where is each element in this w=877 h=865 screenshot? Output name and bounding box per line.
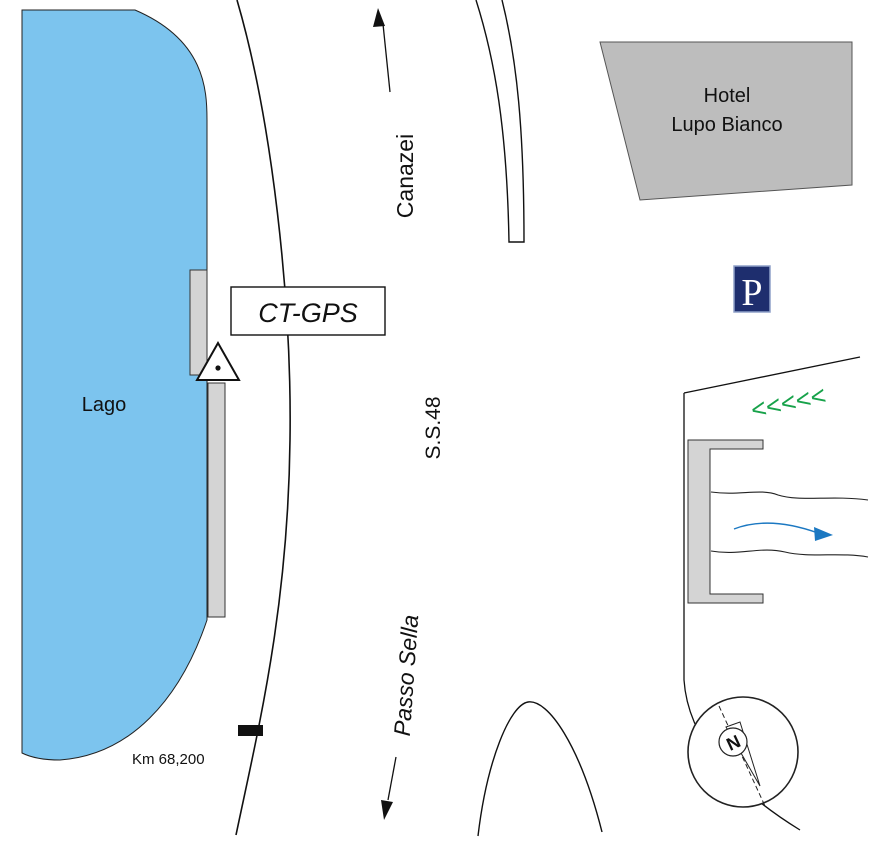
stream-flow-arrowhead-icon	[814, 527, 833, 541]
culvert-structure	[687, 439, 764, 604]
north-direction-arrow-icon	[373, 8, 391, 93]
stream-bank-upper	[710, 491, 869, 501]
km-marker-label: Km 68,200	[132, 751, 205, 768]
lake-area	[21, 9, 208, 761]
hotel-name-line2: Lupo Bianco	[671, 114, 782, 136]
south-direction-arrow-icon	[381, 756, 397, 820]
stream-flow-arrow	[733, 522, 819, 534]
hotel-building	[599, 41, 853, 201]
lake-label: Lago	[82, 394, 127, 416]
parking-letter: P	[741, 272, 762, 314]
direction-north-label: Canazei	[392, 134, 418, 218]
hotel-name-line1: Hotel	[704, 85, 751, 107]
hill-outline	[477, 701, 603, 837]
compass-icon: N	[687, 696, 799, 808]
chevron-arrows-icon: <<<<<	[748, 380, 829, 425]
road-label: S.S.48	[422, 396, 445, 459]
parking-icon: P	[733, 265, 771, 314]
km-marker	[238, 725, 263, 736]
gps-station-triangle-icon	[195, 340, 241, 381]
station-label-box	[230, 286, 386, 336]
lakeside-wall-upper	[189, 269, 208, 376]
station-label: CT-GPS	[258, 298, 358, 328]
side-road-island	[475, 0, 525, 243]
lakeside-wall-lower	[207, 382, 226, 618]
direction-south-label: Passo Sella	[389, 614, 423, 737]
stream-bank-lower	[710, 549, 869, 558]
road-left-edge	[235, 0, 291, 836]
